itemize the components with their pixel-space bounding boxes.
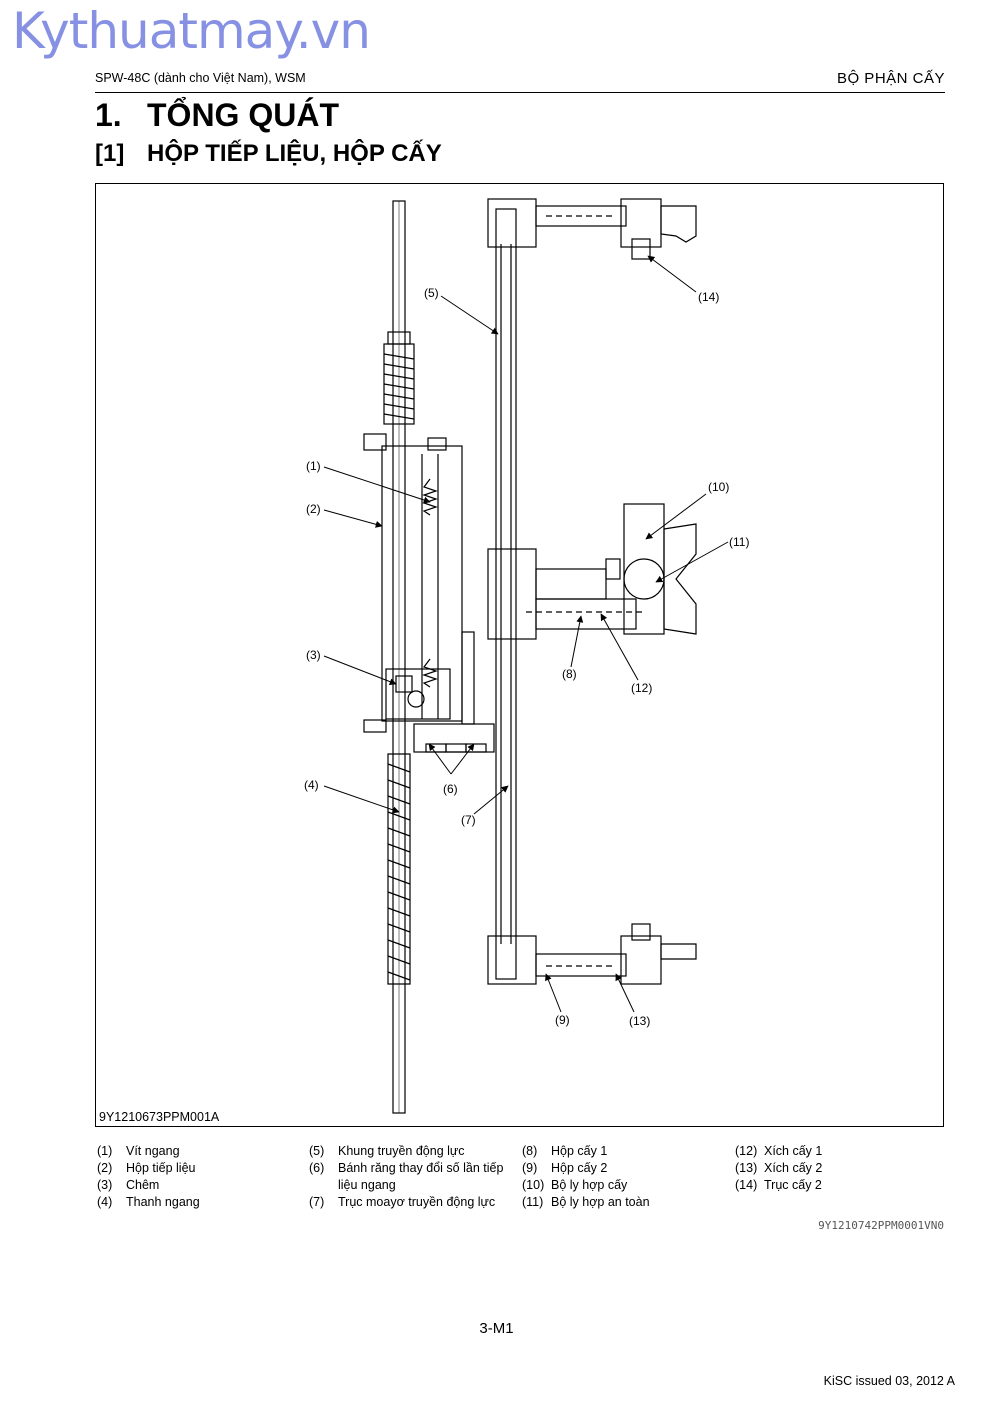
header-section-title: BỘ PHẬN CẤY [836, 70, 945, 87]
callout-12: (12) [631, 681, 652, 695]
leader-6a [428, 743, 452, 775]
callout-9: (9) [555, 1013, 570, 1027]
legend-item: (1)Vít ngang [97, 1144, 180, 1158]
callout-13: (13) [629, 1014, 650, 1028]
callout-8: (8) [562, 667, 577, 681]
callout-6: (6) [443, 782, 458, 796]
legend-item: (5)Khung truyền động lực [309, 1144, 465, 1158]
legend-item: (12)Xích cấy 1 [735, 1144, 823, 1158]
watermark-logo: Kythuatmay.vn [12, 2, 371, 60]
callout-7: (7) [461, 813, 476, 827]
leader-13 [615, 973, 635, 1013]
leader-14 [647, 255, 697, 293]
legend-column-4: (12)Xích cấy 1 (13)Xích cấy 2 (14)Trục c… [735, 1143, 939, 1194]
heading-2: [1] HỘP TIẾP LIỆU, HỘP CẤY [95, 140, 442, 168]
callout-4: (4) [304, 778, 319, 792]
figure-code: 9Y1210673PPM001A [99, 1110, 220, 1124]
legend-item: (13)Xích cấy 2 [735, 1161, 823, 1175]
footer-issue: KiSC issued 03, 2012 A [823, 1374, 955, 1388]
legend-item: (10)Bộ ly hợp cấy [522, 1178, 628, 1192]
legend-column-1: (1)Vít ngang (2)Hộp tiếp liệu (3)Chêm (4… [97, 1143, 301, 1211]
legend-item: (4)Thanh ngang [97, 1195, 200, 1209]
legend-item: (9)Hộp cấy 2 [522, 1161, 608, 1175]
legend-column-3: (8)Hộp cấy 1 (9)Hộp cấy 2 (10)Bộ ly hợp … [522, 1143, 726, 1211]
heading-1: 1. TỔNG QUÁT [95, 97, 339, 134]
callout-2: (2) [306, 502, 321, 516]
leader-1 [323, 466, 431, 504]
heading-1-number: 1. [95, 97, 122, 133]
leader-10 [645, 493, 707, 540]
heading-2-text: HỘP TIẾP LIỆU, HỘP CẤY [147, 140, 442, 167]
leader-3 [323, 655, 397, 685]
callout-10: (10) [708, 480, 729, 494]
heading-2-number: [1] [95, 140, 125, 167]
leader-4 [323, 785, 400, 814]
leader-2 [323, 509, 383, 528]
assembly-drawing: (1) (2) (3) (4) (5) (6) (7) (8) (9) (10)… [304, 198, 749, 1114]
legend-item: (11)Bộ ly hợp an toàn [522, 1195, 650, 1209]
technical-drawing-figure: (1) (2) (3) (4) (5) (6) (7) (8) (9) (10)… [95, 183, 944, 1127]
header-rule [95, 92, 945, 93]
leader-6b [450, 743, 475, 775]
leader-11 [655, 541, 729, 583]
legend-column-2: (5)Khung truyền động lực (6)Bánh răng th… [309, 1143, 513, 1211]
leader-5 [440, 295, 499, 335]
legend-item: (6)Bánh răng thay đổi số lần tiếp liệu n… [309, 1161, 504, 1192]
legend-item: (8)Hộp cấy 1 [522, 1144, 608, 1158]
page-number: 3-M1 [479, 1320, 514, 1337]
reference-code: 9Y1210742PPM0001VN0 [818, 1219, 944, 1232]
legend-item: (14)Trục cấy 2 [735, 1178, 822, 1192]
callout-11: (11) [729, 535, 749, 549]
header-document-title: SPW-48C (dành cho Việt Nam), WSM [95, 71, 306, 85]
heading-1-text: TỔNG QUÁT [147, 97, 339, 133]
callout-1: (1) [306, 459, 321, 473]
leader-12 [600, 613, 639, 681]
legend-item: (3)Chêm [97, 1178, 160, 1192]
leader-7 [473, 785, 509, 815]
callout-14: (14) [698, 290, 719, 304]
legend-item: (7)Trục moayơ truyền động lực [309, 1195, 496, 1209]
callout-3: (3) [306, 648, 321, 662]
leader-8 [570, 615, 584, 668]
legend-item: (2)Hộp tiếp liệu [97, 1161, 196, 1175]
callout-5: (5) [424, 286, 439, 300]
leader-9 [545, 973, 562, 1013]
